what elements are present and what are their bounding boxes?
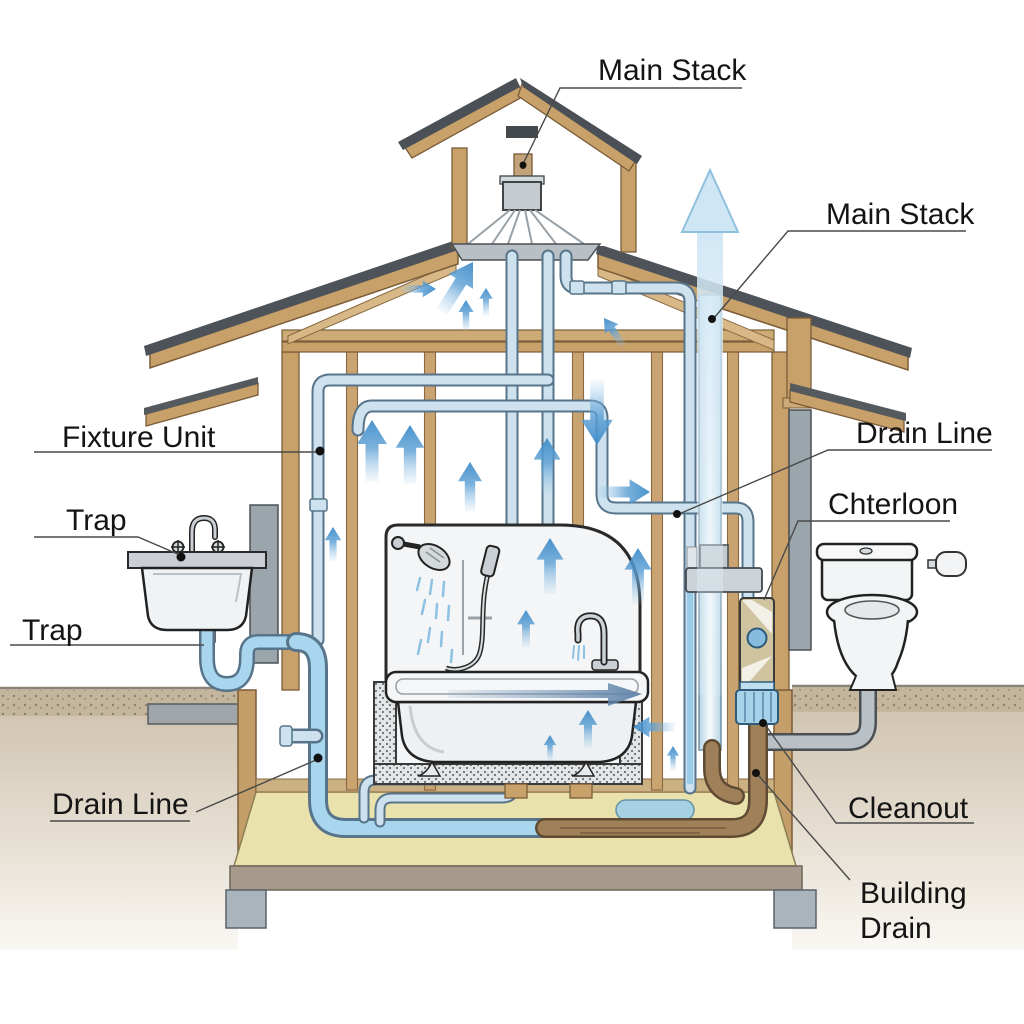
sink-p-trap bbox=[201, 616, 306, 690]
foundation-beam bbox=[229, 865, 803, 891]
vent-pipe-3 bbox=[561, 251, 695, 793]
floor-puddle bbox=[615, 799, 695, 821]
sink-bowl bbox=[140, 566, 254, 632]
vent-plate bbox=[450, 243, 602, 261]
toilet-drain-pipe bbox=[753, 685, 875, 749]
label-building-drain-1: Building bbox=[860, 877, 967, 910]
cleanout-fitting bbox=[735, 681, 779, 725]
cupola-post-left bbox=[451, 147, 468, 249]
building-drain-pipe bbox=[537, 716, 766, 836]
cupola-vent bbox=[398, 78, 642, 261]
toilet-paper-holder bbox=[927, 551, 967, 577]
ground-right bbox=[792, 684, 1024, 950]
vent-cap bbox=[502, 181, 542, 211]
label-drain-line-left: Drain Line bbox=[52, 788, 189, 821]
shower-head bbox=[391, 536, 451, 571]
label-trap-upper: Trap bbox=[66, 504, 127, 537]
sink-counter bbox=[127, 551, 267, 569]
sink-unit bbox=[127, 514, 267, 632]
label-chterloon: Chterloon bbox=[828, 488, 958, 521]
main-stack-arrow bbox=[680, 167, 740, 695]
label-fixture-unit: Fixture Unit bbox=[62, 421, 216, 454]
shingles-right bbox=[596, 244, 912, 358]
check-valve bbox=[739, 597, 775, 693]
footing-left bbox=[225, 889, 267, 929]
vent-fan-pipes bbox=[467, 209, 585, 245]
tub-faucet bbox=[572, 612, 619, 671]
shower-spray bbox=[415, 576, 454, 664]
tub-skirt-bottom bbox=[373, 763, 643, 785]
ridge-cap bbox=[506, 126, 538, 138]
toilet-bowl bbox=[832, 619, 910, 686]
label-trap-lower: Trap bbox=[22, 614, 83, 647]
label-main-stack-right: Main Stack bbox=[826, 198, 975, 231]
label-main-stack-top: Main Stack bbox=[598, 54, 747, 87]
toilet bbox=[815, 542, 967, 691]
label-drain-line-right: Drain Line bbox=[856, 417, 993, 450]
shingles-left bbox=[144, 240, 458, 356]
label-cleanout: Cleanout bbox=[848, 792, 969, 825]
gray-panel-right bbox=[788, 409, 812, 651]
drain-line-pipe bbox=[289, 635, 567, 835]
tub-flow-arrow bbox=[448, 683, 642, 706]
tub-feet bbox=[417, 760, 596, 777]
fixture-vent-pipe bbox=[313, 375, 553, 645]
footing-right bbox=[773, 889, 817, 929]
hand-shower bbox=[445, 544, 501, 672]
shower-tub-unit bbox=[373, 523, 650, 799]
label-building-drain-2: Drain bbox=[860, 912, 932, 945]
ground-left bbox=[0, 686, 241, 950]
callouts: Main Stack Main Stack Fixture Unit Trap … bbox=[10, 54, 993, 945]
concrete-ledge bbox=[147, 703, 241, 725]
sink-faucet bbox=[171, 514, 225, 555]
top-plate-upper bbox=[281, 329, 775, 342]
pipe-valve bbox=[309, 498, 328, 512]
